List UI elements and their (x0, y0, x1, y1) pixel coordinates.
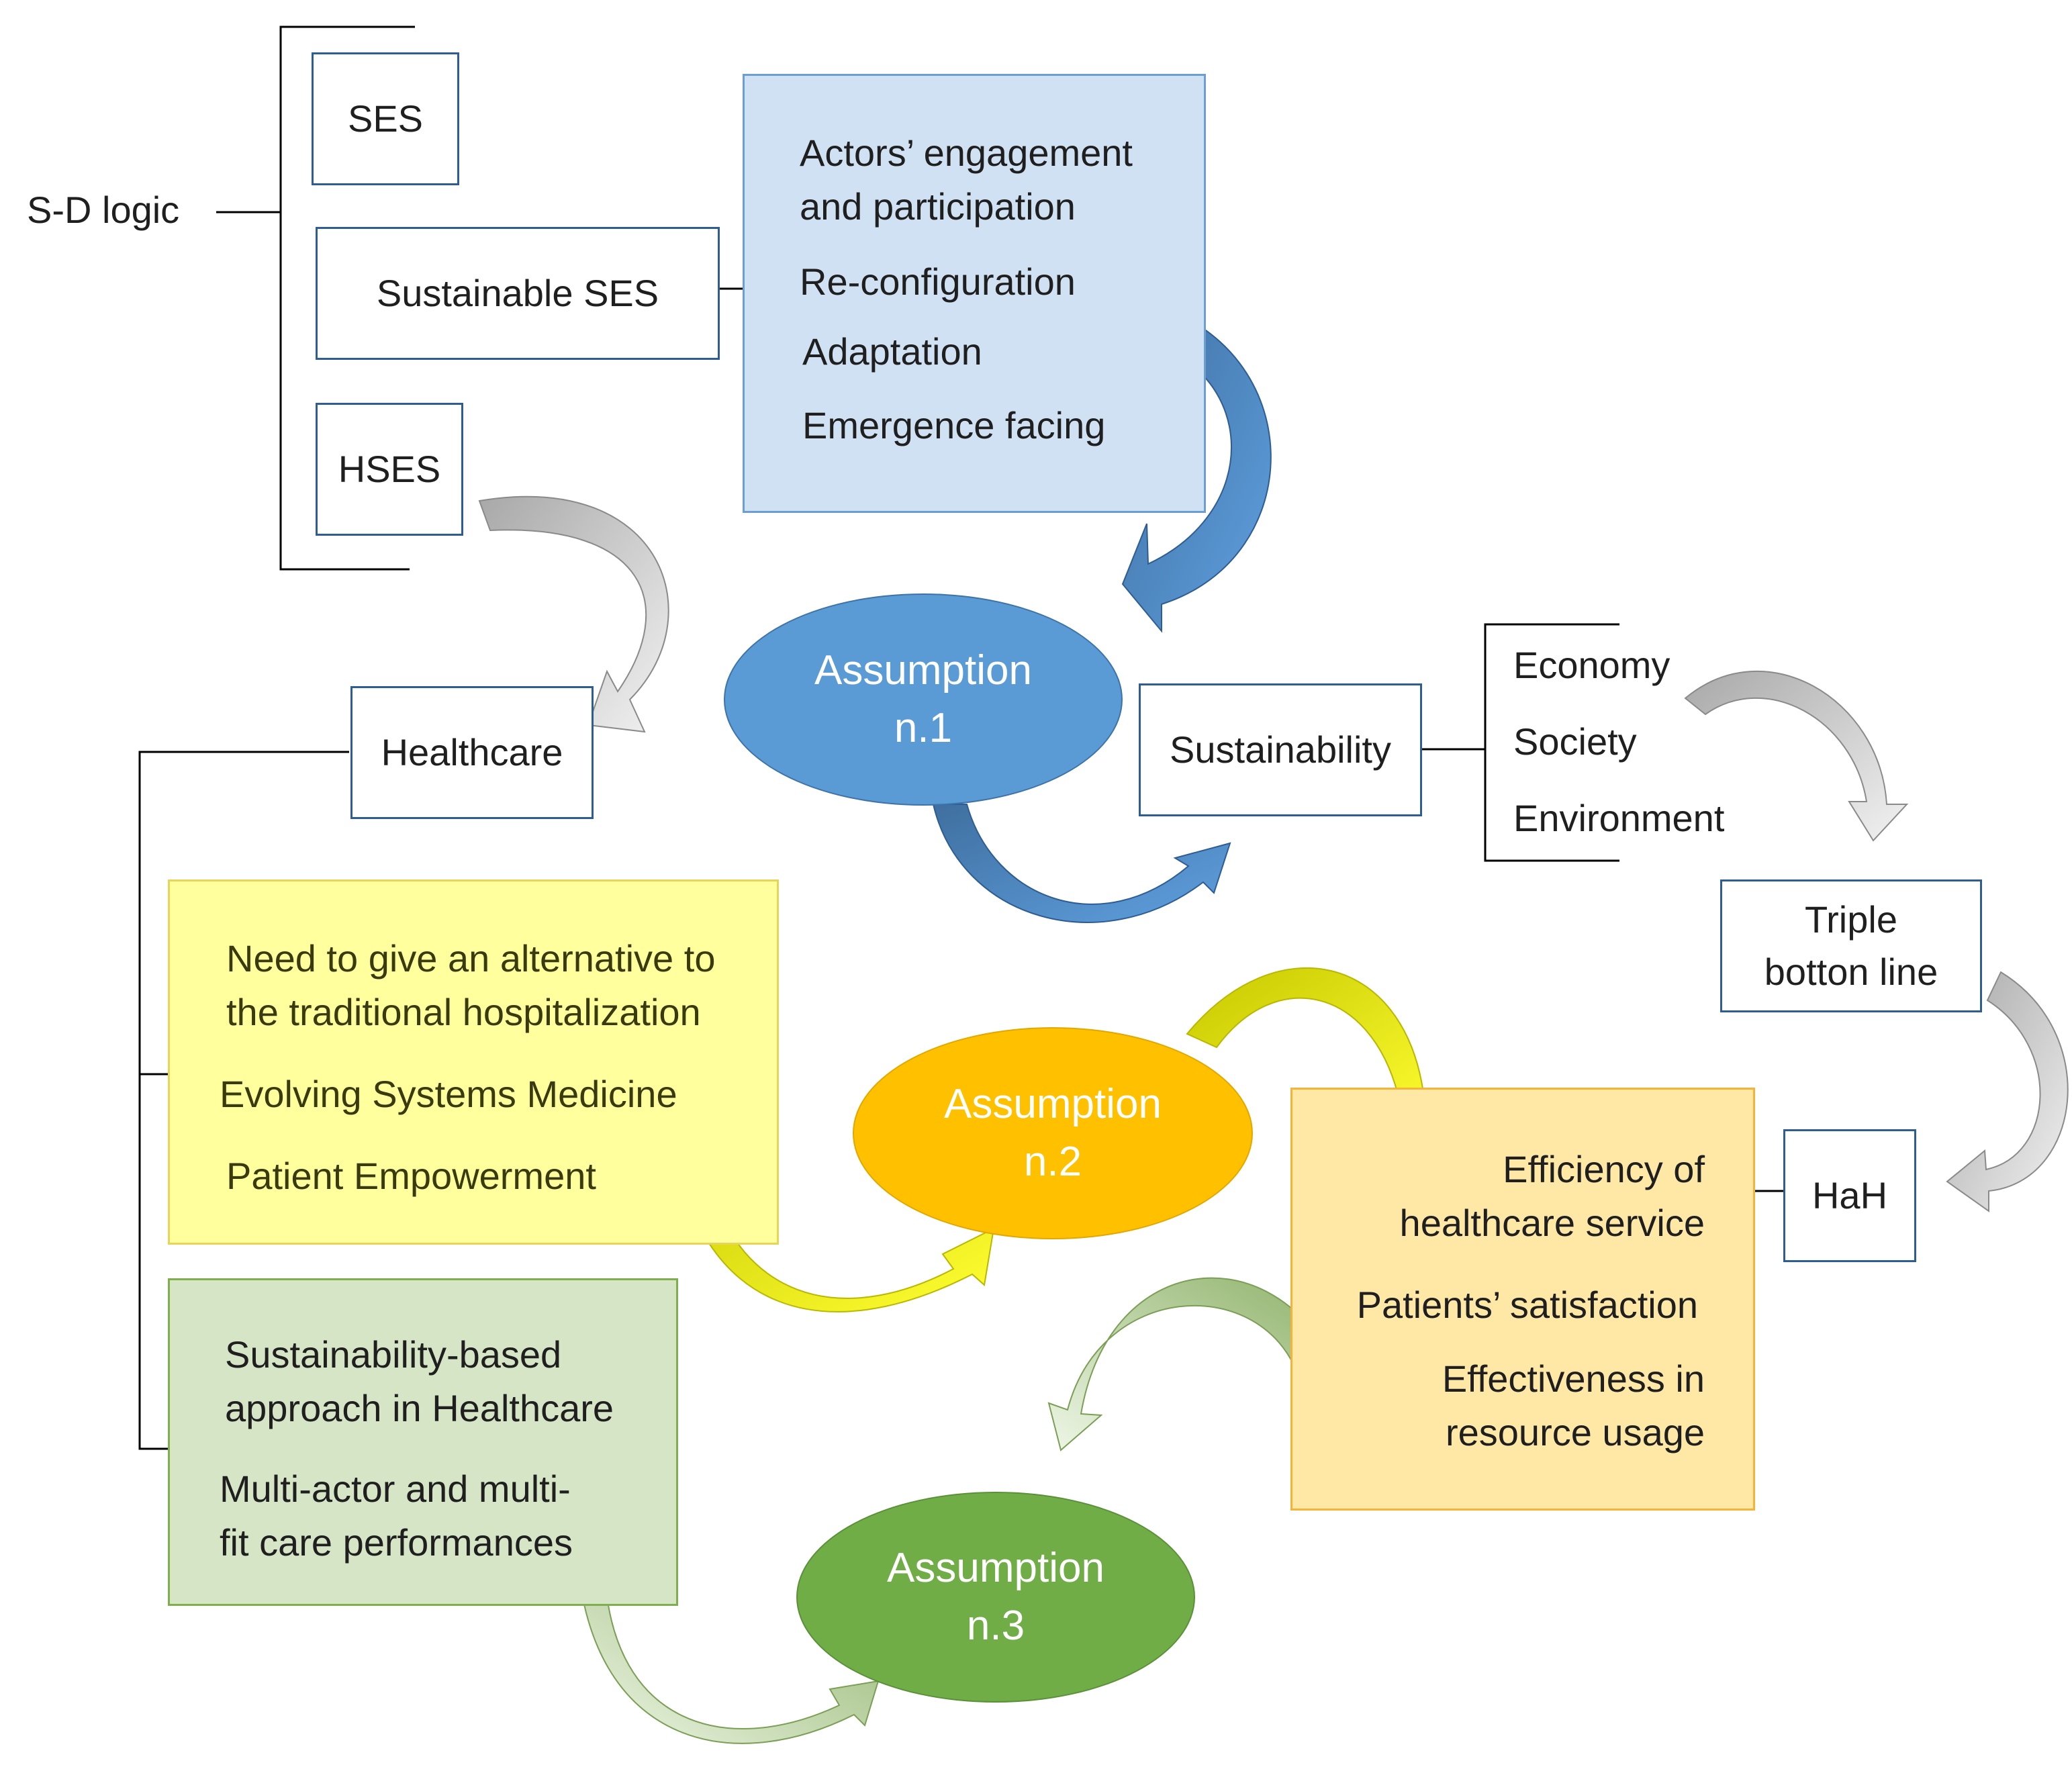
hah-label: HaH (1811, 1174, 1888, 1216)
green-arrow-from-green-panel (576, 1554, 880, 1744)
blue-item-2: and participation (800, 185, 1076, 228)
blue-item-3: Re-configuration (800, 260, 1076, 303)
orange-item-1: Efficiency of (1503, 1148, 1705, 1190)
blue-panel: Actors’ engagement and participation Re-… (743, 74, 1206, 513)
orange-item-4: Effectiveness in (1442, 1357, 1705, 1400)
sustainable-ses-box: Sustainable SES (316, 227, 720, 360)
healthcare-box: Healthcare (350, 686, 594, 819)
orange-item-5: resource usage (1445, 1411, 1705, 1453)
yellow-panel: Need to give an alternative to the tradi… (168, 879, 779, 1245)
hah-box: HaH (1783, 1129, 1916, 1262)
orange-item-3: Patients’ satisfaction (1356, 1284, 1698, 1326)
green-item-3: Multi-actor and multi- (220, 1468, 571, 1510)
hses-label: HSES (338, 448, 441, 490)
green-panel: Sustainability-based approach in Healthc… (168, 1278, 678, 1606)
sustainable-ses-label: Sustainable SES (376, 272, 659, 314)
yellow-item-3: Evolving Systems Medicine (220, 1073, 677, 1115)
blue-arrow-to-sustainability (932, 804, 1231, 923)
assumption-3-ellipse: Assumption n.3 (796, 1492, 1195, 1703)
green-item-2: approach in Healthcare (225, 1387, 614, 1429)
assumption-3-title: Assumption (887, 1545, 1104, 1591)
triple-line-2: botton line (1764, 951, 1938, 993)
gray-arrow-to-triple-bottom-line (1684, 671, 1909, 842)
sustainability-label: Sustainability (1170, 728, 1391, 771)
yellow-item-4: Patient Empowerment (226, 1155, 596, 1197)
orange-item-2: healthcare service (1399, 1202, 1705, 1244)
ses-box: SES (312, 52, 459, 185)
sd-logic-bracket (216, 26, 415, 571)
yellow-item-2: the traditional hospitalization (226, 991, 701, 1033)
gray-arrow-to-hah (1946, 971, 2069, 1212)
ses-label: SES (347, 97, 424, 140)
assumption-3-number: n.3 (966, 1603, 1025, 1649)
sd-logic-label: S-D logic (27, 189, 180, 231)
blue-item-1: Actors’ engagement (800, 132, 1133, 174)
green-item-1: Sustainability-based (225, 1333, 562, 1376)
society-label: Society (1513, 720, 1637, 763)
assumption-2-title: Assumption (944, 1081, 1162, 1127)
green-arrow-to-assumption-3 (1047, 1277, 1331, 1451)
assumption-1-ellipse: Assumption n.1 (724, 593, 1123, 806)
yellow-item-1: Need to give an alternative to (226, 937, 716, 980)
gray-arrow-hses-to-healthcare (478, 496, 669, 733)
assumption-2-ellipse: Assumption n.2 (853, 1027, 1253, 1239)
blue-arrow-to-assumption-1 (1121, 302, 1272, 633)
assumption-1-title: Assumption (814, 647, 1032, 694)
orange-panel: Efficiency of healthcare service Patient… (1290, 1088, 1755, 1511)
healthcare-label: Healthcare (381, 731, 563, 773)
blue-item-5: Emergence facing (802, 404, 1106, 446)
assumption-2-number: n.2 (1023, 1139, 1082, 1185)
environment-label: Environment (1513, 797, 1725, 839)
sustainability-bracket (1422, 623, 1619, 862)
assumption-1-number: n.1 (894, 705, 953, 751)
green-item-4: fit care performances (220, 1521, 573, 1564)
triple-bottom-line-box: Triple botton line (1720, 879, 1982, 1012)
hses-box: HSES (316, 403, 463, 536)
sustainability-box: Sustainability (1139, 683, 1422, 816)
yellow-arrow-to-assumption-2 (670, 1120, 995, 1312)
blue-item-4: Adaptation (802, 330, 982, 373)
economy-label: Economy (1513, 644, 1670, 686)
triple-line-1: Triple (1805, 898, 1897, 941)
